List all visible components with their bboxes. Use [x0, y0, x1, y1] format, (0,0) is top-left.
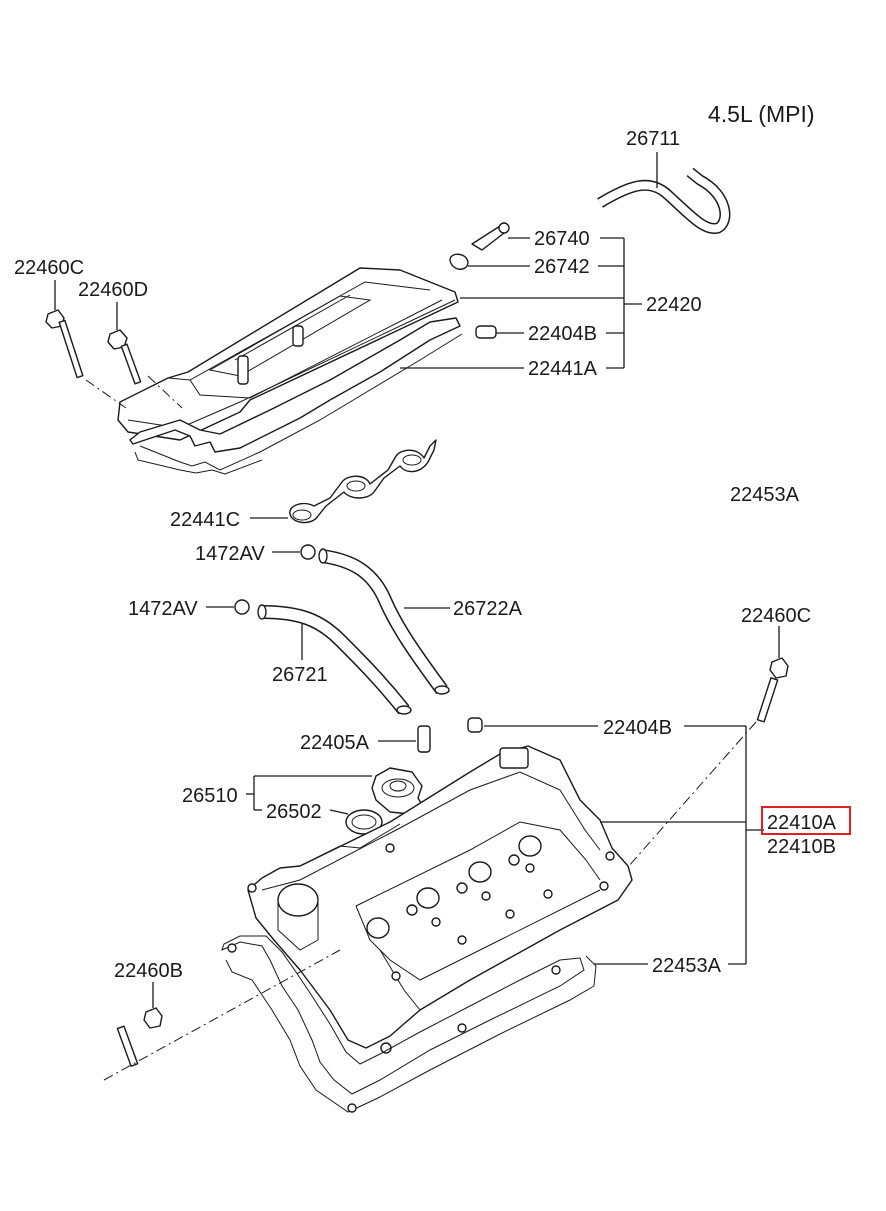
- bolt-22460C-right: [619, 626, 789, 877]
- spark-plug-gasket-22441C: [250, 439, 437, 524]
- cylinder-head-cover-upper: [117, 267, 459, 441]
- hose-26721: [257, 604, 412, 715]
- label-26711: 26711: [626, 128, 680, 150]
- hose-26711: [597, 152, 731, 235]
- label-22405A: 22405A: [300, 732, 370, 754]
- bolt-22460D: [107, 302, 183, 409]
- label-26742: 26742: [534, 256, 590, 278]
- engine-variant-title: 4.5L (MPI): [708, 101, 815, 127]
- label-22404B-lower: 22404B: [603, 717, 672, 739]
- label-22453A: 22453A: [652, 955, 722, 977]
- grommet-22404B-lower: [467, 717, 598, 733]
- bolt-22460B: [103, 949, 341, 1081]
- grommet-26742: [449, 253, 469, 270]
- label-26502: 26502: [266, 801, 322, 823]
- bolt-22460C-upper: [45, 280, 127, 409]
- label-22453A-orphan: 22453A: [730, 484, 800, 506]
- pcv-valve-26740: [471, 222, 510, 251]
- cylinder-head-cover-lower: [247, 745, 633, 1054]
- highlight-box-22410A[interactable]: [761, 806, 851, 835]
- clamp-1472AV-a: [272, 544, 316, 560]
- label-22460C-right: 22460C: [741, 605, 811, 627]
- label-1472AV-a: 1472AV: [195, 543, 265, 565]
- label-26510: 26510: [182, 785, 238, 807]
- label-26721: 26721: [272, 664, 328, 686]
- gasket-22441A: [129, 317, 463, 475]
- label-22410B: 22410B: [767, 836, 836, 858]
- label-1472AV-b: 1472AV: [128, 598, 198, 620]
- hose-26722A: [318, 548, 450, 695]
- grommet-22404B-upper: [475, 325, 497, 339]
- label-26722A: 26722A: [453, 598, 523, 620]
- pcv-22405A: [378, 725, 431, 753]
- oil-filler-seal-26502: [329, 809, 383, 835]
- label-22441C: 22441C: [170, 509, 240, 531]
- label-22441A: 22441A: [528, 358, 598, 380]
- label-22420: 22420: [646, 294, 702, 316]
- gasket-22453A: [221, 935, 648, 1113]
- clamp-1472AV-b: [206, 599, 250, 615]
- label-26740: 26740: [534, 228, 590, 250]
- label-22460C-upper: 22460C: [14, 257, 84, 279]
- label-22460B: 22460B: [114, 960, 183, 982]
- label-22460D: 22460D: [78, 279, 148, 301]
- label-22404B-upper: 22404B: [528, 323, 597, 345]
- label-22410A[interactable]: 22410A: [767, 812, 837, 834]
